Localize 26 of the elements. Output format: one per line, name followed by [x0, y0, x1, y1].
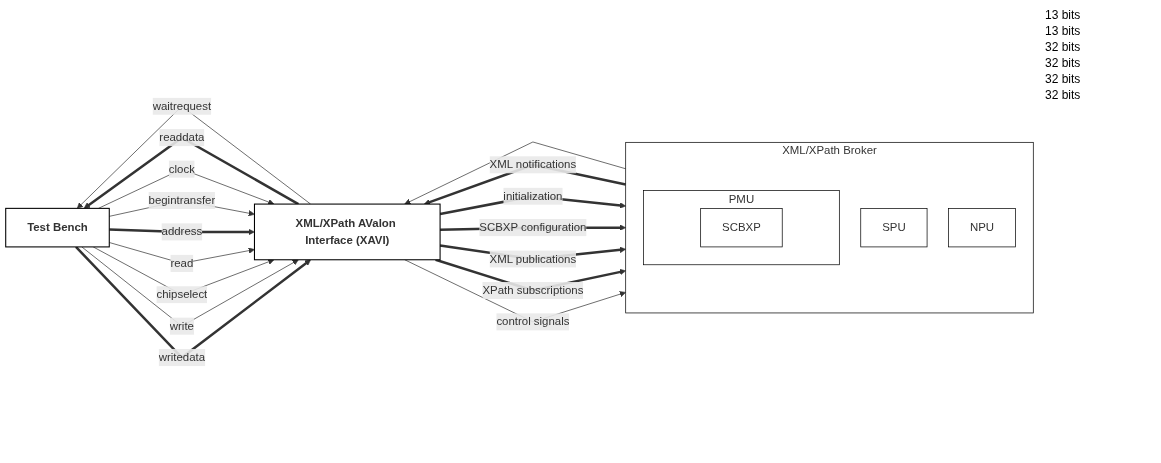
- edge-label: clock: [168, 162, 195, 175]
- edge-label: SCBXP configuration: [479, 220, 587, 233]
- node-box: SCBXP: [700, 207, 783, 247]
- edge-label: XML publications: [489, 252, 577, 265]
- edge-label: readdata: [159, 130, 205, 143]
- edge-label: initialization: [503, 189, 563, 202]
- edge-label: writedata: [158, 350, 206, 363]
- edge-label: read: [170, 256, 194, 269]
- edge-label: address: [161, 225, 203, 238]
- edge-label: XML notifications: [489, 157, 577, 171]
- edge-label: waitrequest: [152, 99, 212, 112]
- bus-width-label: 32 bits: [1045, 40, 1082, 54]
- edge-label: control signals: [496, 315, 570, 328]
- node-box: NPU: [948, 207, 1016, 247]
- bus-width-label: 13 bits: [1045, 8, 1082, 22]
- node-box: Test Bench: [5, 207, 110, 248]
- bus-width-label: 32 bits: [1045, 72, 1082, 86]
- edge-label: begintransfer: [148, 193, 216, 206]
- bus-width-label: 32 bits: [1045, 88, 1082, 102]
- node-box: XML/XPath AValon Interface (XAVI): [253, 203, 441, 260]
- node-box: SPU: [860, 207, 928, 247]
- edge-label: write: [169, 319, 194, 332]
- edge-label: chipselect: [156, 287, 208, 301]
- bus-width-label: 13 bits: [1045, 24, 1082, 38]
- edge-label: XPath subscriptions: [482, 283, 584, 296]
- bus-width-label: 32 bits: [1045, 56, 1082, 70]
